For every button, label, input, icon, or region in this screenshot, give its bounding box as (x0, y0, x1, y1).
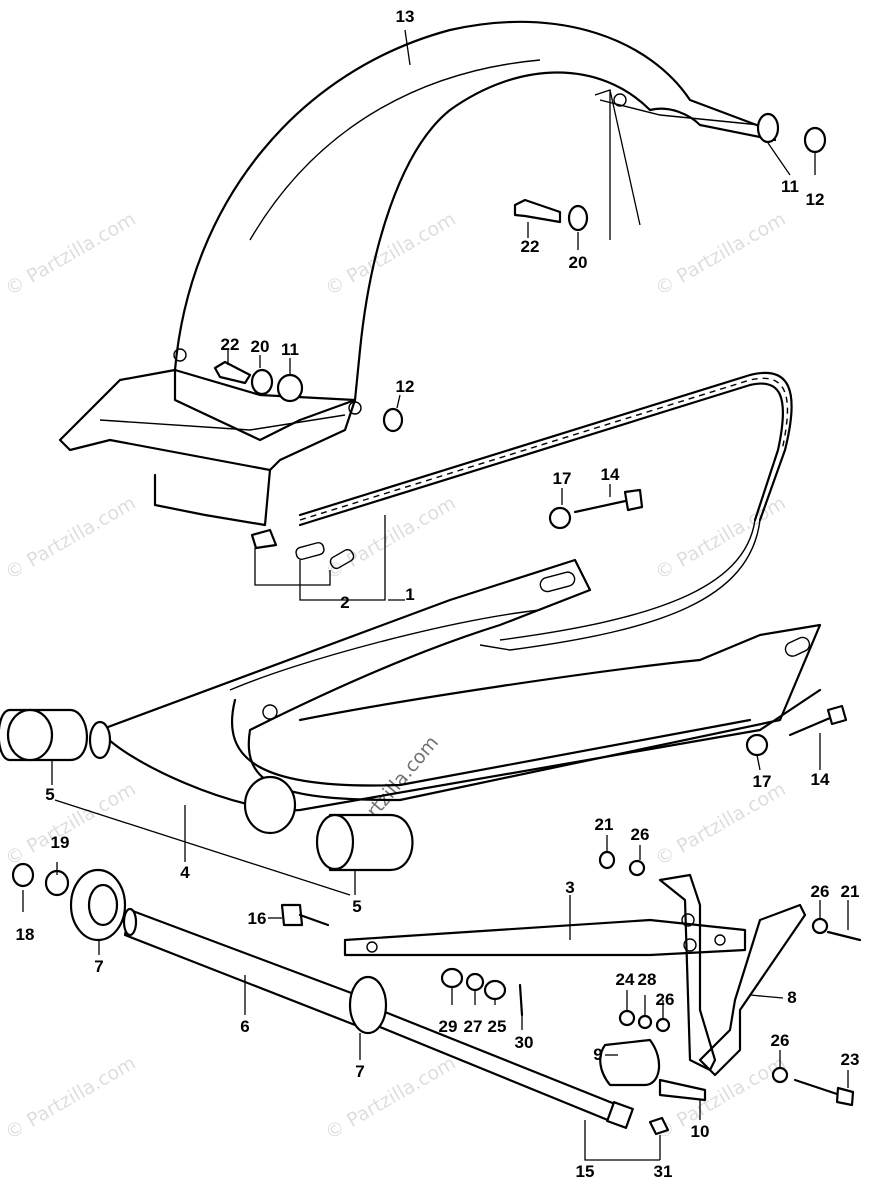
swingarm (88, 558, 822, 835)
callout-17: 17 (553, 469, 572, 488)
callout-29: 29 (439, 1017, 458, 1036)
callout-22: 22 (221, 335, 240, 354)
watermark: © Partzilla.com (652, 778, 790, 870)
callout-17: 17 (753, 772, 772, 791)
watermark: © Partzilla.com (652, 1052, 790, 1144)
callout-26: 26 (811, 882, 830, 901)
torque-link (343, 873, 807, 1102)
callout-24: 24 (616, 970, 635, 989)
callout-7: 7 (355, 1062, 364, 1081)
callout-3: 3 (565, 878, 574, 897)
callout-5: 5 (45, 785, 54, 804)
callout-31: 31 (654, 1162, 673, 1181)
callout-12: 12 (806, 190, 825, 209)
callout-2: 2 (340, 593, 349, 612)
callout-26: 26 (656, 990, 675, 1009)
callout-16: 16 (248, 909, 267, 928)
watermark: © Partzilla.com (2, 778, 140, 870)
callout-4: 4 (180, 863, 190, 882)
callout-18: 18 (16, 925, 35, 944)
watermark: © Partzilla.com (322, 1052, 460, 1144)
watermark: © Partzilla.com (2, 1052, 140, 1144)
callout-labels: 1 2 3 4 5 5 5 6 7 7 8 9 10 11 11 12 12 1… (16, 7, 860, 1181)
watermark: © Partzilla.com (322, 208, 460, 300)
drive-chain (298, 371, 793, 651)
callout-14: 14 (601, 465, 620, 484)
callout-13: 13 (396, 7, 415, 26)
callout-15: 15 (576, 1162, 595, 1181)
callout-26: 26 (631, 825, 650, 844)
rear-fender (58, 20, 777, 527)
callout-28: 28 (638, 970, 657, 989)
callout-5: 5 (352, 897, 361, 916)
callout-7: 7 (94, 957, 103, 976)
callout-6: 6 (240, 1017, 249, 1036)
callout-22: 22 (521, 237, 540, 256)
callout-20: 20 (569, 253, 588, 272)
callout-10: 10 (691, 1122, 710, 1141)
fasteners (11, 112, 862, 1136)
callout-14: 14 (811, 770, 830, 789)
callout-23: 23 (841, 1050, 860, 1069)
callout-21: 21 (595, 815, 614, 834)
callout-26: 26 (771, 1031, 790, 1050)
callout-12: 12 (396, 377, 415, 396)
leader-lines (22, 29, 849, 1161)
bushings (0, 708, 414, 872)
watermark: © Partzilla.com (652, 208, 790, 300)
callout-19: 19 (51, 833, 70, 852)
callout-11: 11 (281, 340, 299, 359)
watermark: © Partzilla.com (322, 492, 460, 584)
watermark: © Partzilla.com (2, 208, 140, 300)
callout-30: 30 (515, 1033, 534, 1052)
callout-20: 20 (251, 337, 270, 356)
callout-11: 11 (781, 177, 799, 196)
pivot-shaft (69, 868, 634, 1129)
callout-1: 1 (405, 585, 414, 604)
callout-9: 9 (593, 1045, 602, 1064)
callout-8: 8 (787, 988, 796, 1007)
watermark: © Partzilla.com (652, 492, 790, 584)
watermark: © Partzilla.com (2, 492, 140, 584)
callout-27: 27 (464, 1017, 483, 1036)
callout-21: 21 (841, 882, 860, 901)
callout-25: 25 (488, 1017, 507, 1036)
